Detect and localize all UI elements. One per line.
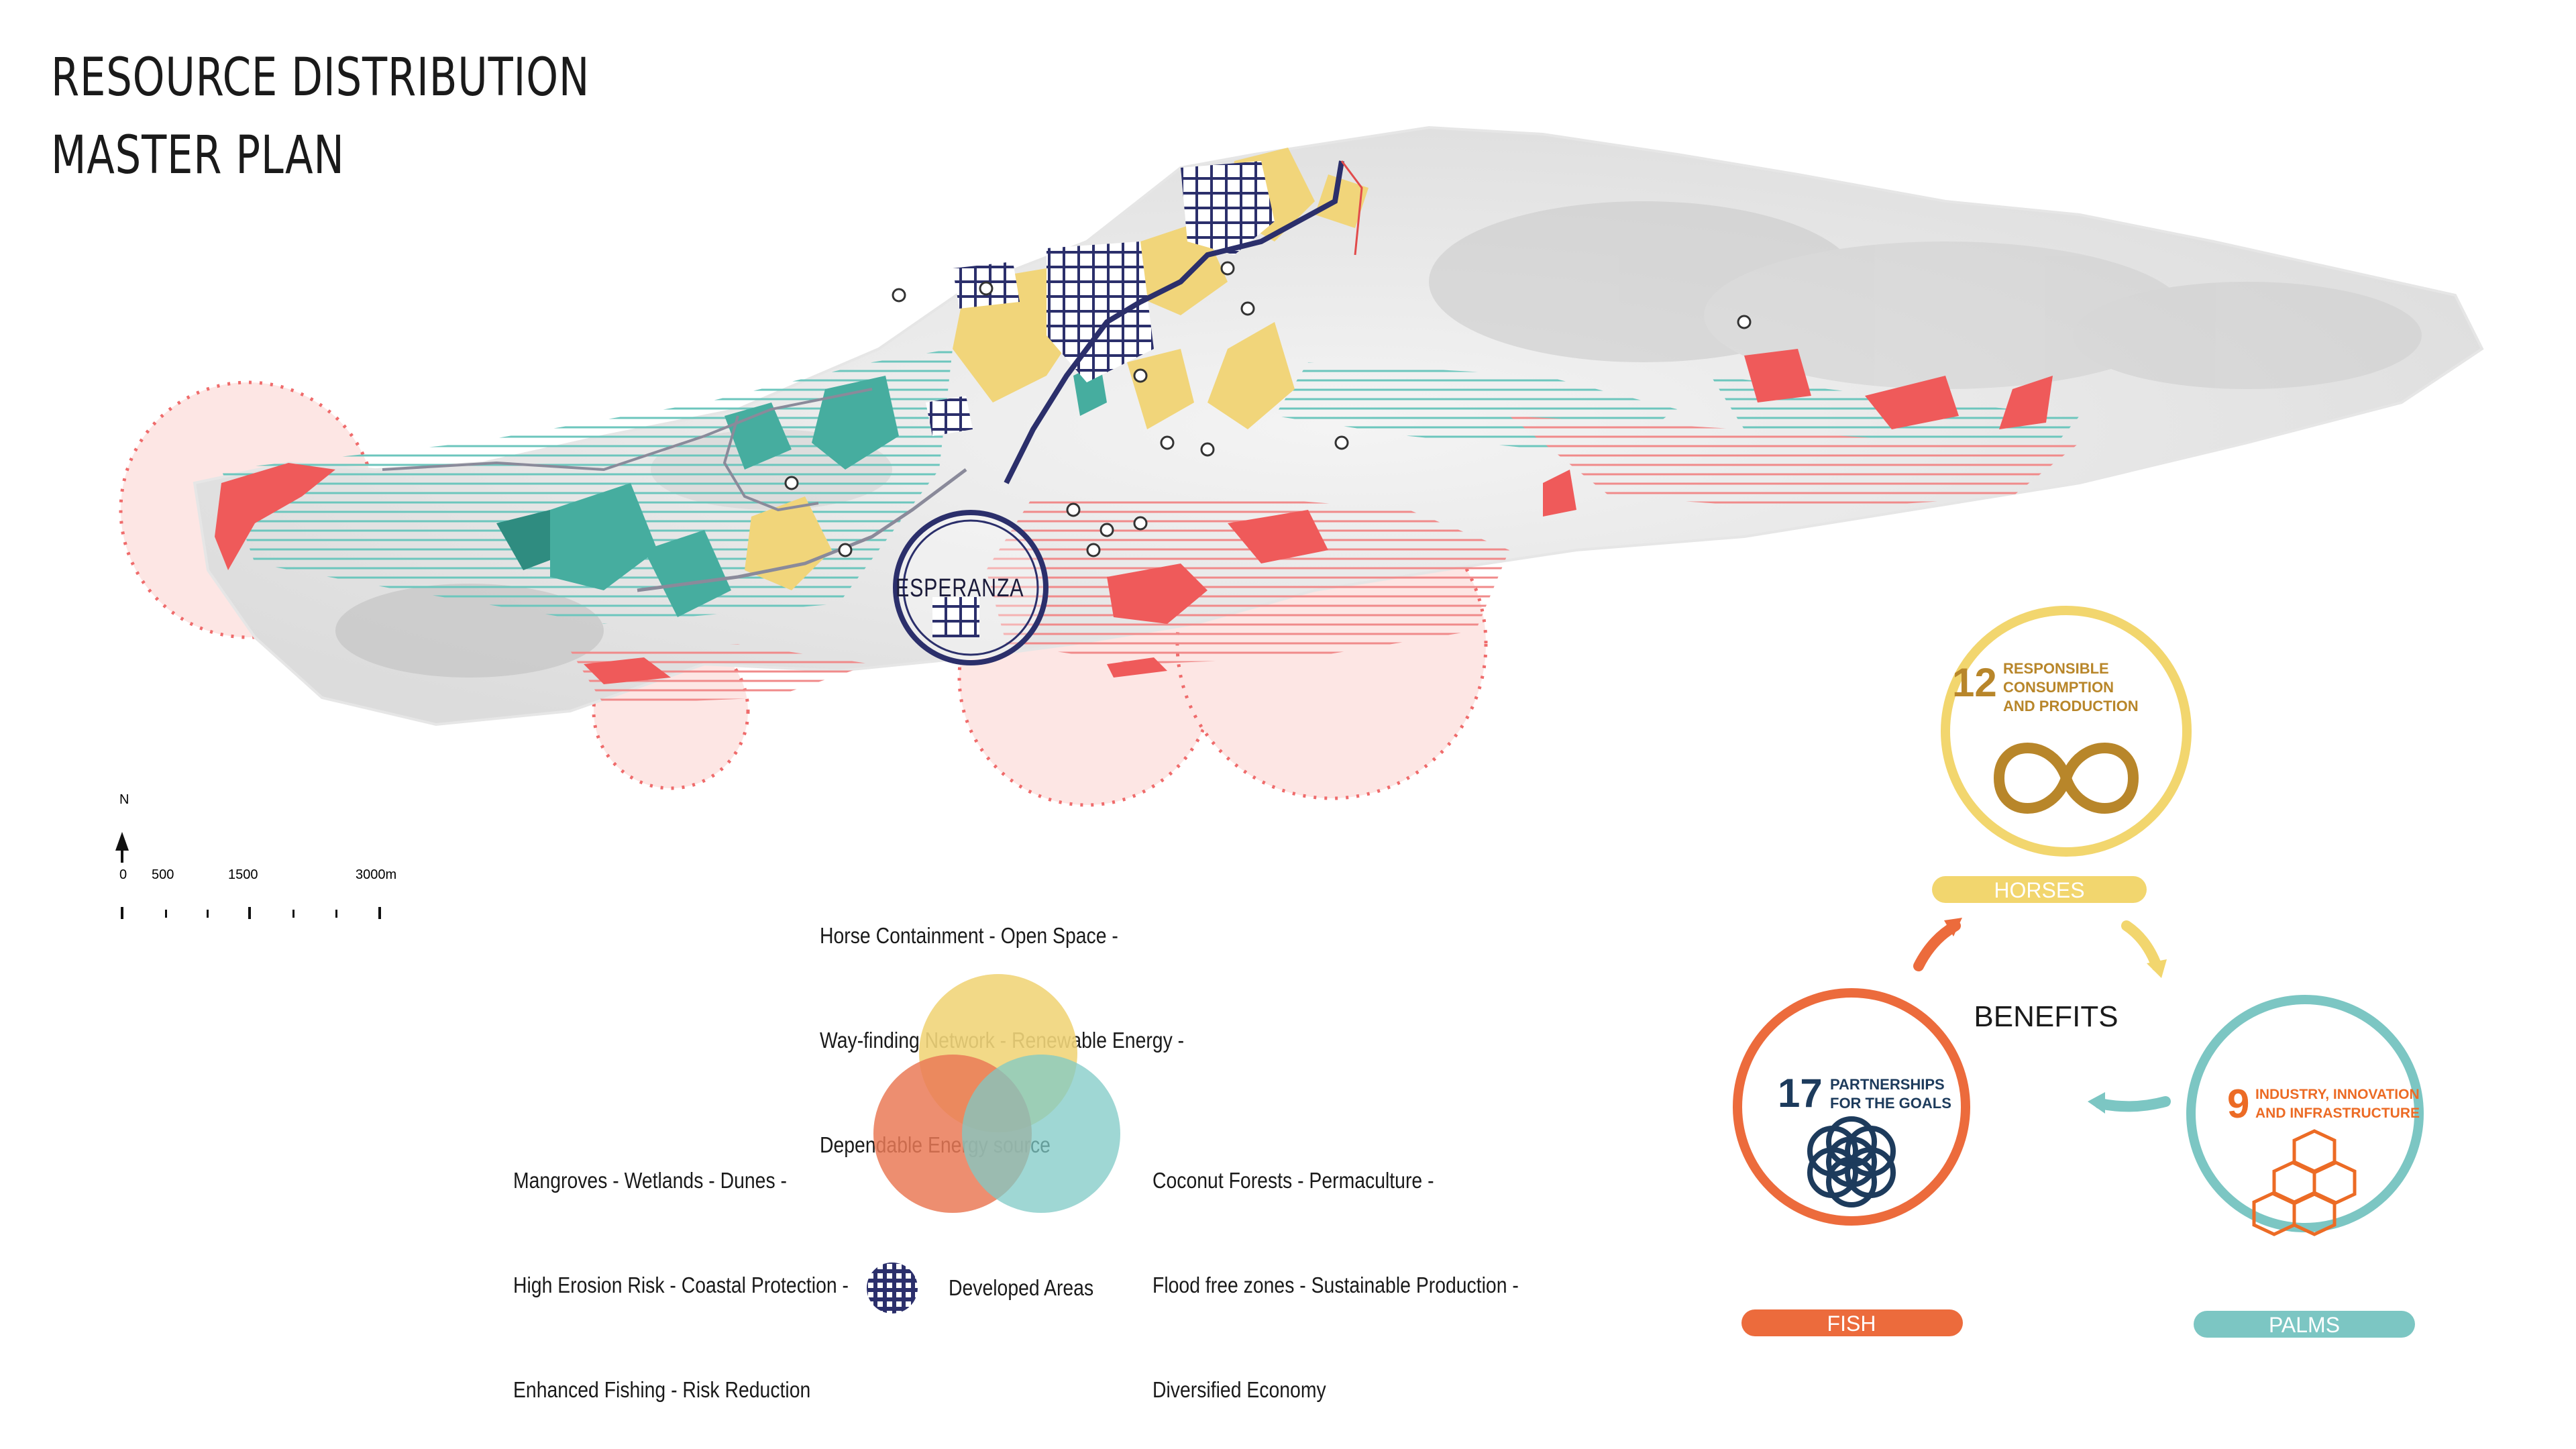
island-map: [119, 125, 2484, 807]
legend-fish-line-3: Enhanced Fishing - Risk Reduction: [513, 1377, 811, 1402]
teal-forest-patches: [496, 362, 1107, 617]
goal-12-title-2: CONSUMPTION: [2003, 679, 2114, 696]
tag-horses: HORSES: [1994, 878, 2084, 902]
venn-diagram: [873, 974, 1120, 1213]
tag-fish: FISH: [1827, 1311, 1876, 1336]
goal-12-title-3: AND PRODUCTION: [2003, 698, 2139, 714]
goal-12-number: 12: [1952, 660, 1997, 705]
tag-palms: PALMS: [2269, 1313, 2340, 1337]
goal-12-title-1: RESPONSIBLE: [2003, 660, 2109, 677]
goal-17-title-1: PARTNERSHIPS: [1830, 1076, 1945, 1093]
goal-9-number: 9: [2227, 1081, 2249, 1126]
infinity-icon: [1993, 743, 2139, 814]
legend-fish-text: Mangroves - Wetlands - Dunes - High Eros…: [513, 1093, 849, 1442]
page-title: RESOURCE DISTRIBUTION MASTER PLAN: [51, 39, 590, 195]
flower-rings-icon: [1807, 1116, 1896, 1208]
goal-9-title-1: INDUSTRY, INNOVATION: [2255, 1087, 2420, 1102]
scale-label-3000: 3000m: [356, 867, 396, 882]
venn-circle-palms: [962, 1055, 1120, 1213]
developed-areas-label: Developed Areas: [949, 1275, 1094, 1300]
red-hatch-zones: [570, 416, 2080, 704]
cubes-icon: [2252, 1129, 2357, 1236]
legend-horses-line-1: Horse Containment - Open Space -: [820, 923, 1118, 948]
arrow-fish-to-horses: [1913, 920, 1961, 971]
sdg-goal-17: 17 PARTNERSHIPS FOR THE GOALS FISH: [1733, 988, 1970, 1336]
legend-palms-text: Coconut Forests - Permaculture - Flood f…: [1152, 1093, 1519, 1442]
grid-swatch-icon: [867, 1263, 918, 1313]
place-label-esperanza: ESPERANZA: [896, 574, 1024, 602]
esperanza-focus: [893, 510, 1049, 665]
north-label: N: [119, 792, 129, 807]
sdg-goal-12: 12 RESPONSIBLE CONSUMPTION AND PRODUCTIO…: [1932, 606, 2192, 903]
title-line-2: MASTER PLAN: [51, 125, 345, 186]
scale-label-0: 0: [119, 867, 127, 882]
arrow-palms-to-fish: [2094, 1096, 2171, 1112]
infrastructure-points: [784, 261, 1752, 557]
north-arrow-icon: [115, 832, 129, 851]
title-line-1: RESOURCE DISTRIBUTION: [51, 48, 590, 108]
goal-17-title-2: FOR THE GOALS: [1830, 1095, 1951, 1112]
cycle-arrows: [1913, 918, 2171, 1114]
goal-9-title-2: AND INFRASTRUCTURE: [2255, 1106, 2420, 1121]
sdg-benefits-diagram: 12 RESPONSIBLE CONSUMPTION AND PRODUCTIO…: [1733, 606, 2424, 1338]
scale-label-500: 500: [152, 867, 174, 882]
sdg-goal-9: 9 INDUSTRY, INNOVATION AND INFRASTRUCTUR…: [2186, 995, 2424, 1338]
road-network: [382, 160, 1363, 592]
legend-palms-line-2: Flood free zones - Sustainable Productio…: [1152, 1273, 1519, 1297]
benefits-label: BENEFITS: [1974, 1000, 2118, 1033]
arrow-horses-to-palms: [2121, 920, 2162, 971]
goal-17-number: 17: [1778, 1071, 1823, 1116]
legend-palms-line-3: Diversified Economy: [1152, 1377, 1326, 1402]
scale-bar: N 0 500 1500 3000m: [115, 792, 396, 919]
developed-areas-legend: Developed Areas: [865, 1261, 1117, 1315]
legend-fish-line-1: Mangroves - Wetlands - Dunes -: [513, 1168, 788, 1193]
red-mangrove-patches: [215, 349, 2053, 684]
scale-label-1500: 1500: [228, 867, 258, 882]
legend-palms-line-1: Coconut Forests - Permaculture -: [1152, 1168, 1434, 1193]
legend-fish-line-2: High Erosion Risk - Coastal Protection -: [513, 1273, 849, 1297]
